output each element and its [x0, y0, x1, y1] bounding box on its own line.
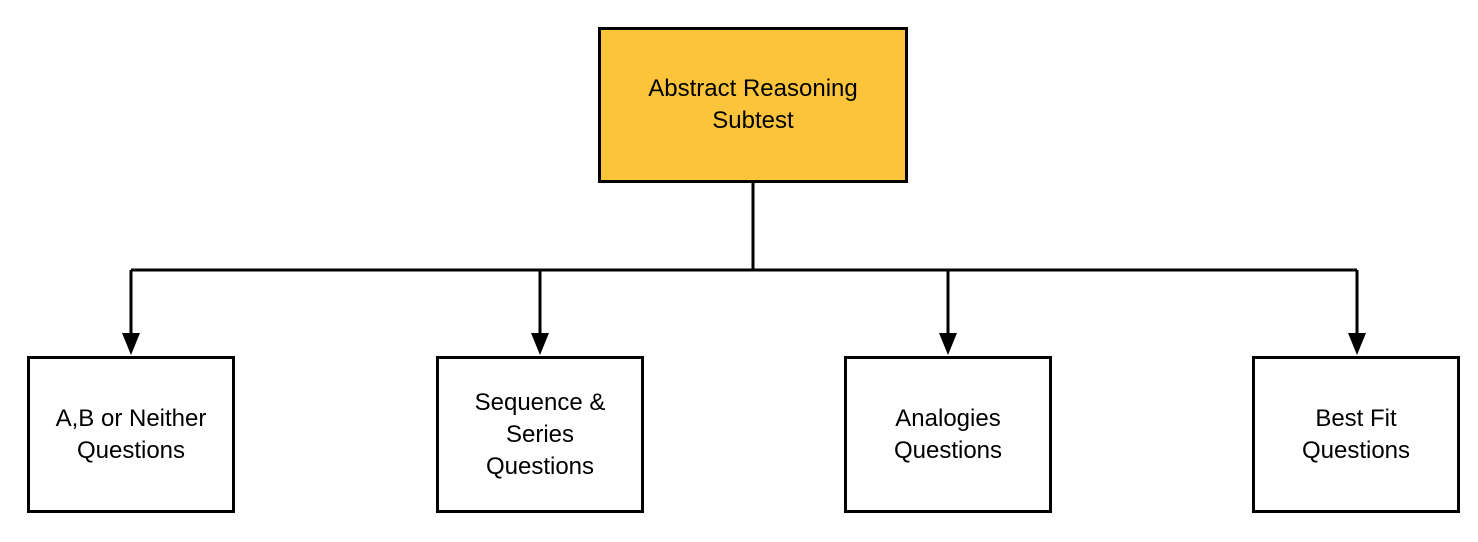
child-node-ab-or-neither: A,B or Neither Questions	[27, 356, 235, 513]
root-node-abstract-reasoning: Abstract Reasoning Subtest	[598, 27, 908, 183]
child-node-analogies: Analogies Questions	[844, 356, 1052, 513]
child-node-label: Best Fit Questions	[1301, 404, 1411, 464]
root-node-label: Abstract Reasoning Subtest	[648, 75, 858, 134]
arrowhead-3	[1348, 333, 1366, 355]
child-node-label: Analogies Questions	[893, 404, 1003, 464]
arrowhead-1	[531, 333, 549, 355]
child-node-best-fit: Best Fit Questions	[1252, 356, 1460, 513]
child-node-label: Sequence & Series Questions	[474, 388, 606, 480]
arrowhead-0	[122, 333, 140, 355]
child-node-sequence-series: Sequence & Series Questions	[436, 356, 644, 513]
arrowhead-2	[939, 333, 957, 355]
child-node-label: A,B or Neither Questions	[55, 404, 207, 464]
